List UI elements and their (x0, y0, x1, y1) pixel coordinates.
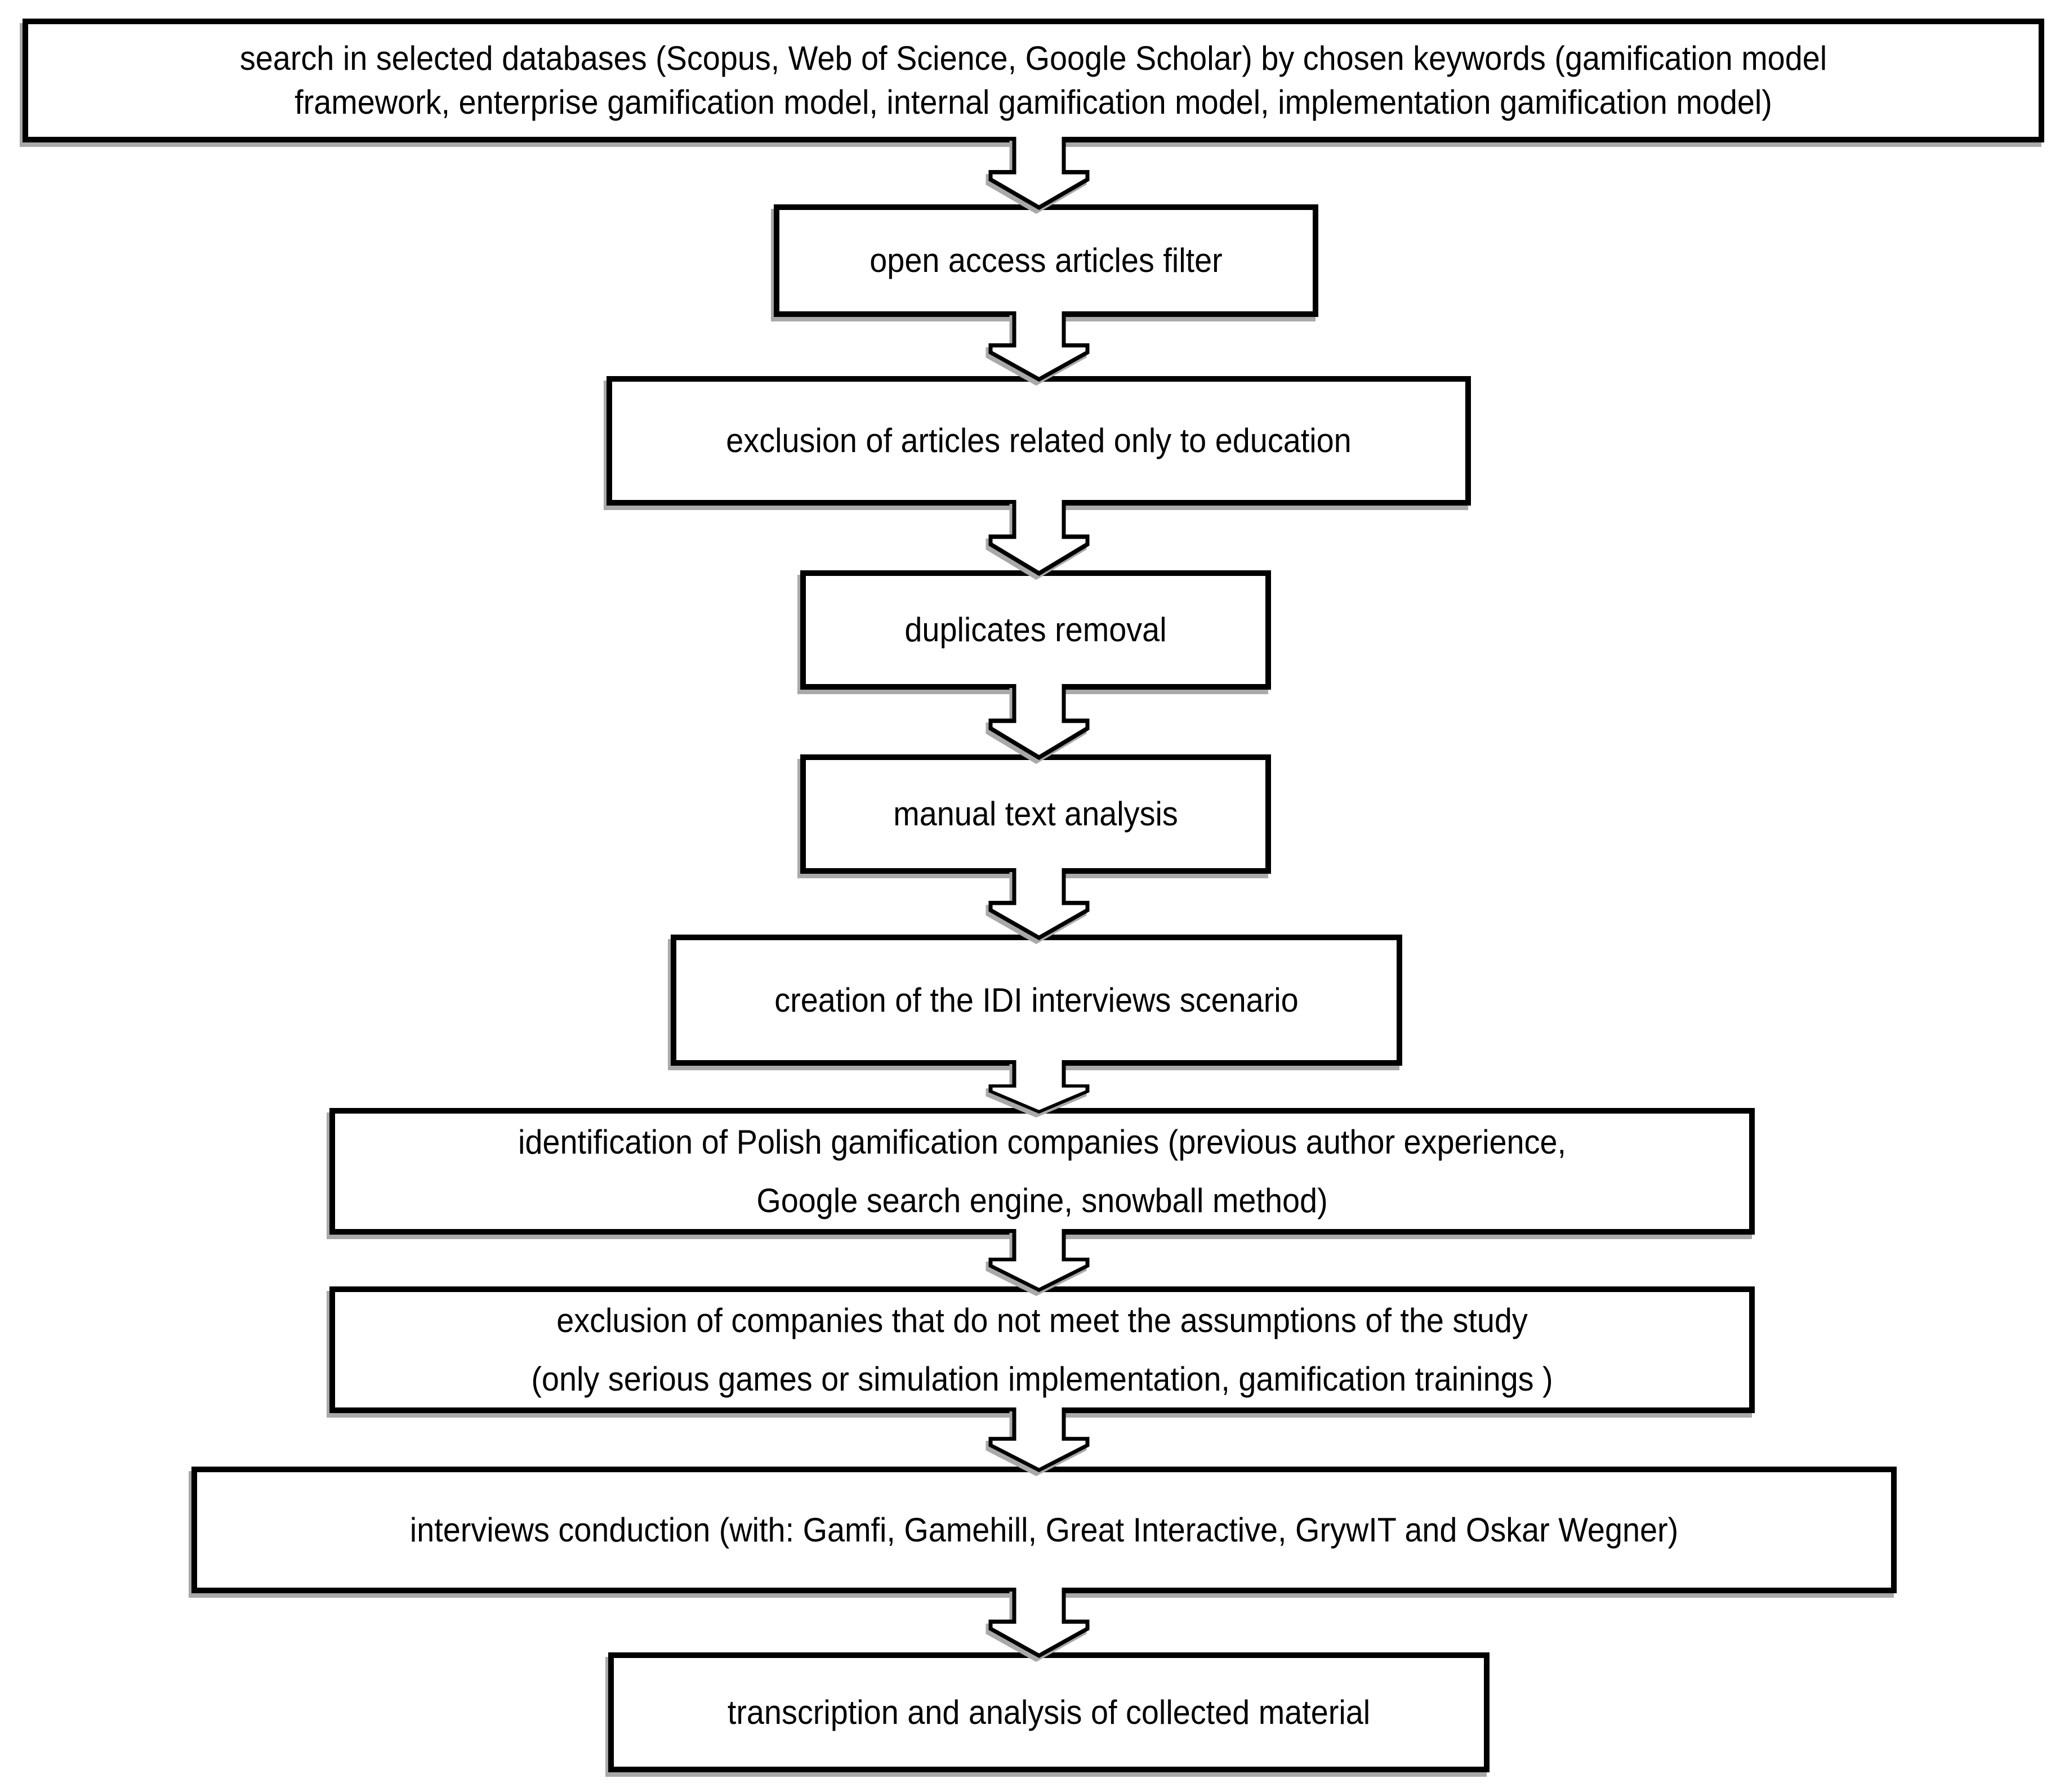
down-arrow-connector-2 (988, 311, 1090, 382)
step-search-databases: search in selected databases (Scopus, We… (23, 19, 2044, 142)
down-arrow-icon (988, 1588, 1090, 1658)
step-idi-scenario: creation of the IDI interviews scenario (671, 935, 1402, 1066)
down-arrow-icon (988, 137, 1090, 210)
down-arrow-connector-1 (988, 137, 1090, 210)
down-arrow-icon (988, 868, 1090, 940)
step-label: identification of Polish gamification co… (518, 1123, 1567, 1219)
step-label: creation of the IDI interviews scenario (774, 981, 1299, 1019)
step-manual-text-analysis: manual text analysis (800, 754, 1271, 874)
step-label: transcription and analysis of collected … (727, 1693, 1371, 1731)
down-arrow-icon (988, 684, 1090, 760)
step-transcription-analysis: transcription and analysis of collected … (608, 1652, 1490, 1772)
step-label: interviews conduction (with: Gamfi, Game… (409, 1511, 1679, 1549)
down-arrow-icon (988, 500, 1090, 576)
down-arrow-icon (988, 1407, 1090, 1472)
step-exclusion-education: exclusion of articles related only to ed… (607, 376, 1471, 506)
step-open-access-filter: open access articles filter (774, 204, 1318, 317)
down-arrow-connector-4 (988, 684, 1090, 760)
down-arrow-connector-8 (988, 1407, 1090, 1472)
down-arrow-icon (988, 311, 1090, 382)
down-arrow-connector-6 (988, 1060, 1090, 1114)
down-arrow-connector-5 (988, 868, 1090, 940)
step-label: duplicates removal (904, 611, 1167, 649)
step-duplicates-removal: duplicates removal (800, 570, 1271, 690)
step-label: exclusion of companies that do not meet … (531, 1301, 1553, 1398)
step-exclusion-companies: exclusion of companies that do not meet … (329, 1286, 1755, 1413)
down-arrow-icon (988, 1060, 1090, 1114)
down-arrow-connector-9 (988, 1588, 1090, 1658)
step-label: search in selected databases (Scopus, We… (239, 39, 1827, 121)
step-identify-companies: identification of Polish gamification co… (329, 1108, 1755, 1235)
down-arrow-connector-7 (988, 1229, 1090, 1292)
down-arrow-icon (988, 1229, 1090, 1292)
step-label: open access articles filter (869, 242, 1223, 279)
step-label: exclusion of articles related only to ed… (726, 422, 1352, 459)
step-interviews-conduction: interviews conduction (with: Gamfi, Game… (191, 1467, 1897, 1593)
step-label: manual text analysis (893, 795, 1178, 833)
down-arrow-connector-3 (988, 500, 1090, 576)
